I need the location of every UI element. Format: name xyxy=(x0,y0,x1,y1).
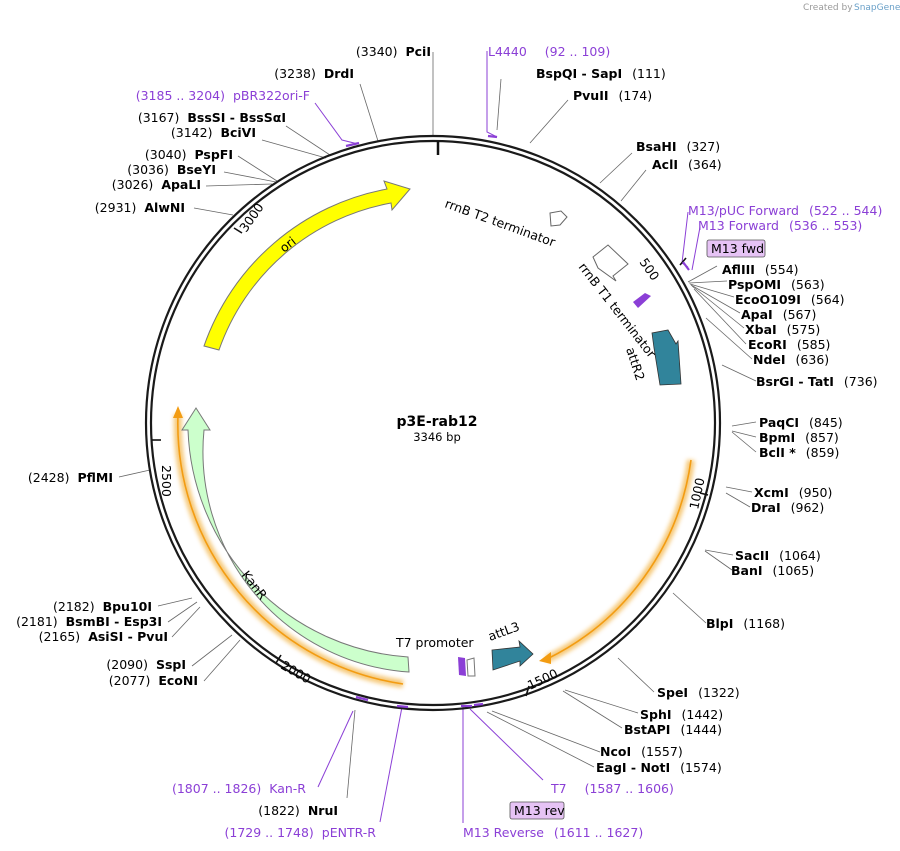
primer-labels: L4440(92 .. 109) (3185 .. 3204)pBR322ori… xyxy=(136,44,883,840)
site-drdi: (3238)DrdI xyxy=(274,66,354,81)
ori-feature: ori xyxy=(203,180,411,351)
t7-promoter-arrow xyxy=(458,657,466,676)
site-bcivi: (3142)BciVI xyxy=(171,125,256,140)
t7-terminator-glyph xyxy=(466,657,476,677)
site-xcmi: XcmI(950) xyxy=(754,485,832,500)
site-alwni: (2931)AlwNI xyxy=(95,200,185,215)
site-sphi: SphI(1442) xyxy=(640,707,723,722)
primer-m13-forward: M13 Forward(536 .. 553) xyxy=(698,218,862,233)
site-bcli: BclI *(859) xyxy=(759,445,839,460)
site-apai: ApaI(567) xyxy=(741,307,816,322)
tick-label-1000: 1000 xyxy=(686,476,707,510)
site-bspqi: BspQI - SapI(111) xyxy=(536,66,666,81)
primer-t7: T7(1587 .. 1606) xyxy=(550,781,674,796)
site-blpi: BlpI(1168) xyxy=(706,616,785,631)
site-pcii: (3340)PciI xyxy=(356,44,431,59)
plasmid-name: p3E-rab12 xyxy=(397,414,478,430)
orf-arc-right xyxy=(539,459,695,664)
m13-rev-box: M13 rev xyxy=(509,801,565,820)
backbone-outer xyxy=(144,134,722,712)
site-bpu10i: (2182)Bpu10I xyxy=(53,599,152,614)
site-ndei: NdeI(636) xyxy=(753,352,829,367)
tick-label-500: 500 xyxy=(637,255,663,283)
attl3-feature: attL3 xyxy=(486,619,534,671)
m13-fwd-box: M13 fwd xyxy=(706,239,766,258)
ticks xyxy=(152,227,709,697)
m13-fwd-arrow xyxy=(633,293,651,308)
site-bsmbi: (2181)BsmBI - Esp3I xyxy=(16,614,162,629)
created-by-text: Created by xyxy=(803,3,853,13)
primer-pbr322ori-f: (3185 .. 3204)pBR322ori-F xyxy=(136,88,310,103)
rrnb-t2-label: rrnB T2 terminator xyxy=(443,196,558,250)
site-bpmi: BpmI(857) xyxy=(759,430,839,445)
rrnb-t2-feature: rrnB T2 terminator xyxy=(443,196,568,250)
t7-promoter-label: T7 promoter xyxy=(395,635,474,650)
primer-connectors xyxy=(314,51,701,823)
orf-arc-left xyxy=(173,406,404,688)
site-sspi: (2090)SspI xyxy=(106,657,186,672)
site-acli: AclI(364) xyxy=(652,157,722,172)
site-paqci: PaqCI(845) xyxy=(759,415,843,430)
site-sacii: SacII(1064) xyxy=(735,548,821,563)
site-bseyi: (3036)BseYI xyxy=(127,162,216,177)
site-pspomi: PspOMI(563) xyxy=(728,277,825,292)
tick-label-2500: 2500 xyxy=(159,465,174,497)
primer-bars xyxy=(345,134,690,709)
site-pspfi: (3040)PspFI xyxy=(145,147,233,162)
site-ecori: EcoRI(585) xyxy=(748,337,830,352)
tick-label-2000: 2000 xyxy=(279,658,314,687)
site-bsssi: (3167)BssSI - BssSαI xyxy=(138,110,286,125)
cut-sites-right: BspQI - SapI(111) PvuII(174) BsaHI(327) … xyxy=(536,66,878,775)
backbone-inner xyxy=(149,139,717,707)
primer-kan-r: (1807 .. 1826)Kan-R xyxy=(172,781,306,796)
site-apali: (3026)ApaLI xyxy=(112,177,201,192)
svg-text:M13 fwd: M13 fwd xyxy=(711,241,764,256)
plasmid-length: 3346 bp xyxy=(413,430,461,444)
site-econi: (2077)EcoNI xyxy=(109,673,198,688)
site-ncoi: NcoI(1557) xyxy=(600,744,683,759)
site-pvuii: PvuII(174) xyxy=(573,88,652,103)
svg-text:M13 rev: M13 rev xyxy=(514,803,565,818)
primer-pentr-r: (1729 .. 1748)pENTR-R xyxy=(225,825,377,840)
site-bstapi: BstAPI(1444) xyxy=(624,722,722,737)
primer-m13-reverse: M13 Reverse(1611 .. 1627) xyxy=(463,825,643,840)
site-bsahi: BsaHI(327) xyxy=(636,139,720,154)
primer-m13-puc-forward: M13/pUC Forward(522 .. 544) xyxy=(688,203,882,218)
site-asisi: (2165)AsiSI - PvuI xyxy=(39,629,168,644)
kanr-feature: KanR xyxy=(181,407,410,673)
site-xbai: XbaI(575) xyxy=(745,322,820,337)
site-nrui: (1822)NruI xyxy=(258,803,338,818)
site-drai: DraI(962) xyxy=(751,500,824,515)
attl3-label: attL3 xyxy=(486,619,522,644)
site-eagi: EagI - NotI(1574) xyxy=(596,760,722,775)
site-bani: BanI(1065) xyxy=(731,563,814,578)
site-connectors xyxy=(118,52,757,799)
site-afliii: AflIII(554) xyxy=(722,262,799,277)
snapgene-brand: SnapGene xyxy=(854,3,900,13)
site-ecoo109i: EcoO109I(564) xyxy=(735,292,845,307)
site-pflmi: (2428)PflMI xyxy=(28,470,113,485)
site-spei: SpeI(1322) xyxy=(657,685,740,700)
site-bsrgi: BsrGI - TatI(736) xyxy=(756,374,878,389)
cut-sites-left: (3340)PciI (3238)DrdI (3167)BssSI - BssS… xyxy=(16,44,431,818)
primer-l4440: L4440(92 .. 109) xyxy=(488,44,610,59)
